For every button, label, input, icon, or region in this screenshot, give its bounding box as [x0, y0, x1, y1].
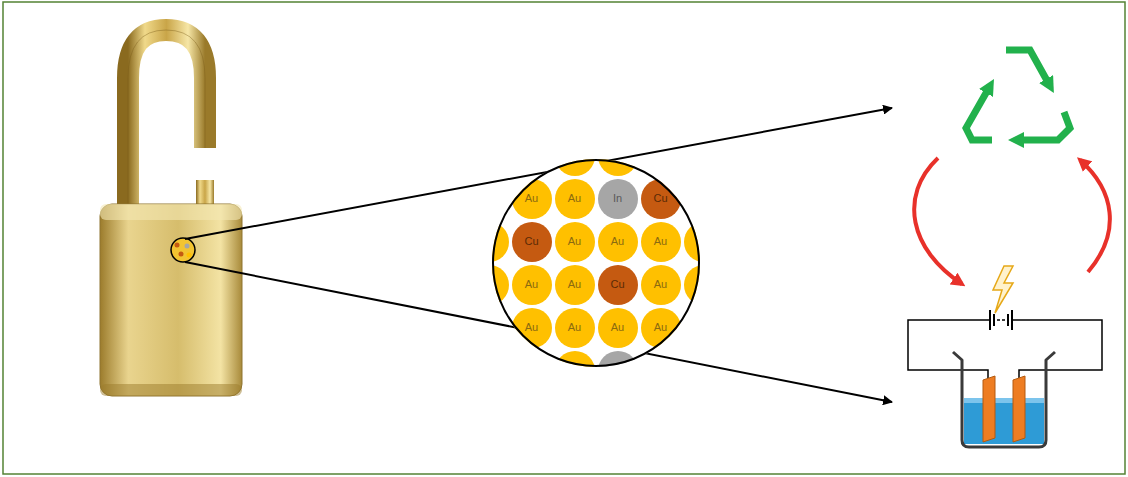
atom-disk: [684, 308, 701, 348]
element-label: Au: [654, 279, 667, 290]
element-label: Au: [654, 236, 667, 247]
lightning-symbol: [993, 266, 1013, 313]
atom-disk: [641, 159, 681, 176]
atom-disk: [598, 159, 638, 176]
atom-disk: [555, 351, 595, 368]
atom-circle: Cu: [598, 265, 638, 305]
frame: [3, 2, 1125, 474]
atom-circle: Au: [641, 265, 681, 305]
atom-disk: [492, 265, 509, 305]
atom-disk: [492, 179, 509, 219]
atom-disk: [684, 222, 701, 262]
element-label: Au: [525, 322, 538, 333]
cycle-arrow: [914, 158, 962, 284]
element-label: Au: [525, 279, 538, 290]
atom-circle: Au: [555, 308, 595, 348]
atom-disk: [512, 351, 552, 368]
atom-disk: [512, 159, 552, 176]
atom-disk: [492, 222, 509, 262]
atom-circle: Au: [598, 222, 638, 262]
recycle-symbol: [966, 50, 1070, 140]
atom-circle: Au: [555, 222, 595, 262]
cycle-arrow: [1080, 160, 1110, 272]
atom-disk: [598, 351, 638, 368]
element-label: Au: [568, 322, 581, 333]
atom-circle: Au: [641, 222, 681, 262]
element-label: Au: [568, 193, 581, 204]
element-label: Cu: [653, 193, 667, 204]
element-label: Au: [611, 322, 624, 333]
padlock: [100, 30, 242, 396]
atom-circle: Au: [555, 265, 595, 305]
atom-circle: Au: [512, 308, 552, 348]
leader-line: [185, 262, 892, 402]
element-label: Au: [568, 236, 581, 247]
magnifier-circle: AuAuInCuCuAuAuAuAuAuCuAuAuAuAuAu: [492, 159, 700, 367]
magnified-spot: [171, 238, 195, 262]
atom-circle: Cu: [512, 222, 552, 262]
element-label: In: [613, 193, 622, 204]
atom-circle: Au: [512, 179, 552, 219]
element-label: Cu: [524, 236, 538, 247]
atom-disk: [492, 308, 509, 348]
element-label: Au: [611, 236, 624, 247]
element-label: Au: [525, 193, 538, 204]
atom-disk: [684, 265, 701, 305]
atom-circle: Au: [512, 265, 552, 305]
element-label: Au: [568, 279, 581, 290]
atom-circle: In: [598, 179, 638, 219]
atom-circle: Au: [555, 179, 595, 219]
atom-disk: [641, 351, 681, 368]
atom-circle: Au: [641, 308, 681, 348]
electrolysis-circuit: [908, 310, 1102, 378]
atom-circle: Cu: [641, 179, 681, 219]
element-label: Cu: [610, 279, 624, 290]
atom-disk: [555, 159, 595, 176]
electrolysis-cell: [953, 352, 1055, 447]
atom-circle: Au: [598, 308, 638, 348]
atom-disk: [684, 179, 701, 219]
element-label: Au: [654, 322, 667, 333]
